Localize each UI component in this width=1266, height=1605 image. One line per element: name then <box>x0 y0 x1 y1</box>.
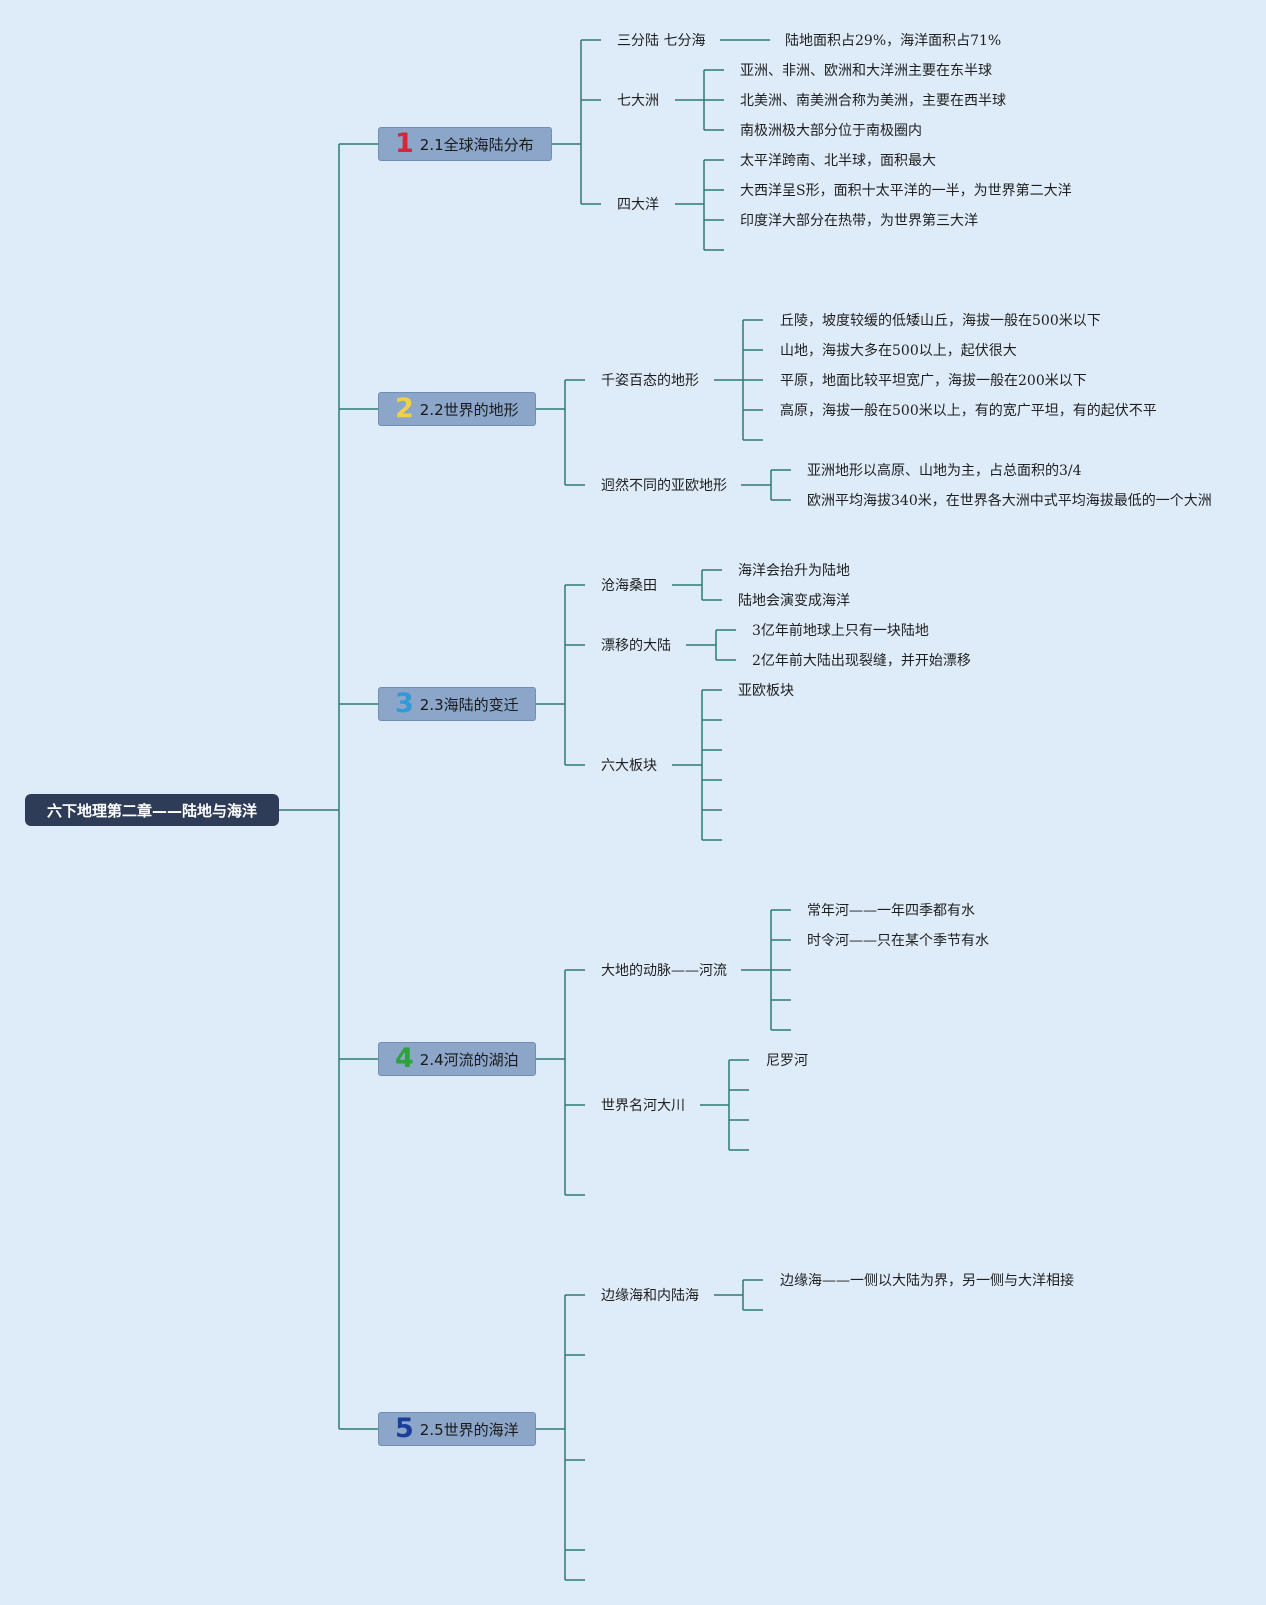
leaf-node[interactable]: 南极洲极大部分位于南极圈内 <box>740 123 922 139</box>
section-label: 2.5世界的海洋 <box>419 1420 519 1439</box>
leaf-node[interactable]: 丘陵，坡度较缓的低矮山丘，海拔一般在500米以下 <box>780 313 1101 329</box>
subtopic-node[interactable]: 边缘海和内陆海 <box>601 1288 699 1304</box>
section-label: 2.4河流的湖泊 <box>419 1050 519 1069</box>
section-label: 2.3海陆的变迁 <box>419 695 519 714</box>
leaf-node[interactable]: 欧洲平均海拔340米，在世界各大洲中式平均海拔最低的一个大洲 <box>807 493 1212 509</box>
leaf-node[interactable]: 陆地面积占29%，海洋面积占71% <box>785 33 1002 49</box>
subtopic-node[interactable]: 大地的动脉——河流 <box>601 963 727 979</box>
leaf-node[interactable]: 亚洲地形以高原、山地为主，占总面积的3/4 <box>807 463 1082 479</box>
leaf-node[interactable]: 2亿年前大陆出现裂缝，并开始漂移 <box>752 653 971 669</box>
subtopic-node[interactable]: 迥然不同的亚欧地形 <box>601 478 727 494</box>
number-5-icon: 5 <box>395 1413 414 1444</box>
leaf-node[interactable]: 亚洲、非洲、欧洲和大洋洲主要在东半球 <box>740 63 992 79</box>
leaf-node[interactable]: 大西洋呈S形，面积十太平洋的一半，为世界第二大洋 <box>740 183 1072 199</box>
subtopic-node[interactable]: 世界名河大川 <box>601 1098 685 1114</box>
subtopic-node[interactable]: 三分陆 七分海 <box>617 33 706 49</box>
leaf-node[interactable]: 高原，海拔一般在500米以上，有的宽广平坦，有的起伏不平 <box>780 403 1157 419</box>
root-node[interactable]: 六下地理第二章——陆地与海洋 <box>25 794 279 826</box>
section-node-3[interactable]: 3 2.3海陆的变迁 <box>378 687 536 721</box>
leaf-node[interactable]: 尼罗河 <box>766 1053 808 1069</box>
leaf-node[interactable]: 太平洋跨南、北半球，面积最大 <box>740 153 936 169</box>
section-node-2[interactable]: 2 2.2世界的地形 <box>378 392 536 426</box>
section-label: 2.1全球海陆分布 <box>419 135 534 154</box>
leaf-node[interactable]: 3亿年前地球上只有一块陆地 <box>752 623 929 639</box>
section-node-1[interactable]: 1 2.1全球海陆分布 <box>378 127 552 161</box>
leaf-node[interactable]: 平原，地面比较平坦宽广，海拔一般在200米以下 <box>780 373 1087 389</box>
leaf-node[interactable]: 海洋会抬升为陆地 <box>738 563 850 579</box>
section-node-4[interactable]: 4 2.4河流的湖泊 <box>378 1042 536 1076</box>
leaf-node[interactable]: 边缘海——一侧以大陆为界，另一侧与大洋相接 <box>780 1273 1074 1289</box>
subtopic-node[interactable]: 沧海桑田 <box>601 578 657 594</box>
leaf-node[interactable]: 时令河——只在某个季节有水 <box>807 933 989 949</box>
leaf-node[interactable]: 山地，海拔大多在500以上，起伏很大 <box>780 343 1017 359</box>
subtopic-node[interactable]: 六大板块 <box>601 758 657 774</box>
subtopic-node[interactable]: 漂移的大陆 <box>601 638 671 654</box>
number-3-icon: 3 <box>395 688 414 719</box>
section-node-5[interactable]: 5 2.5世界的海洋 <box>378 1412 536 1446</box>
number-4-icon: 4 <box>395 1043 414 1074</box>
leaf-node[interactable]: 常年河——一年四季都有水 <box>807 903 975 919</box>
subtopic-node[interactable]: 四大洋 <box>617 197 659 213</box>
number-1-icon: 1 <box>395 128 414 159</box>
leaf-node[interactable]: 印度洋大部分在热带，为世界第三大洋 <box>740 213 978 229</box>
leaf-node[interactable]: 北美洲、南美洲合称为美洲，主要在西半球 <box>740 93 1006 109</box>
subtopic-node[interactable]: 七大洲 <box>617 93 659 109</box>
leaf-node[interactable]: 陆地会演变成海洋 <box>738 593 850 609</box>
number-2-icon: 2 <box>395 393 414 424</box>
subtopic-node[interactable]: 千姿百态的地形 <box>601 373 699 389</box>
leaf-node[interactable]: 亚欧板块 <box>738 683 794 699</box>
section-label: 2.2世界的地形 <box>419 400 519 419</box>
